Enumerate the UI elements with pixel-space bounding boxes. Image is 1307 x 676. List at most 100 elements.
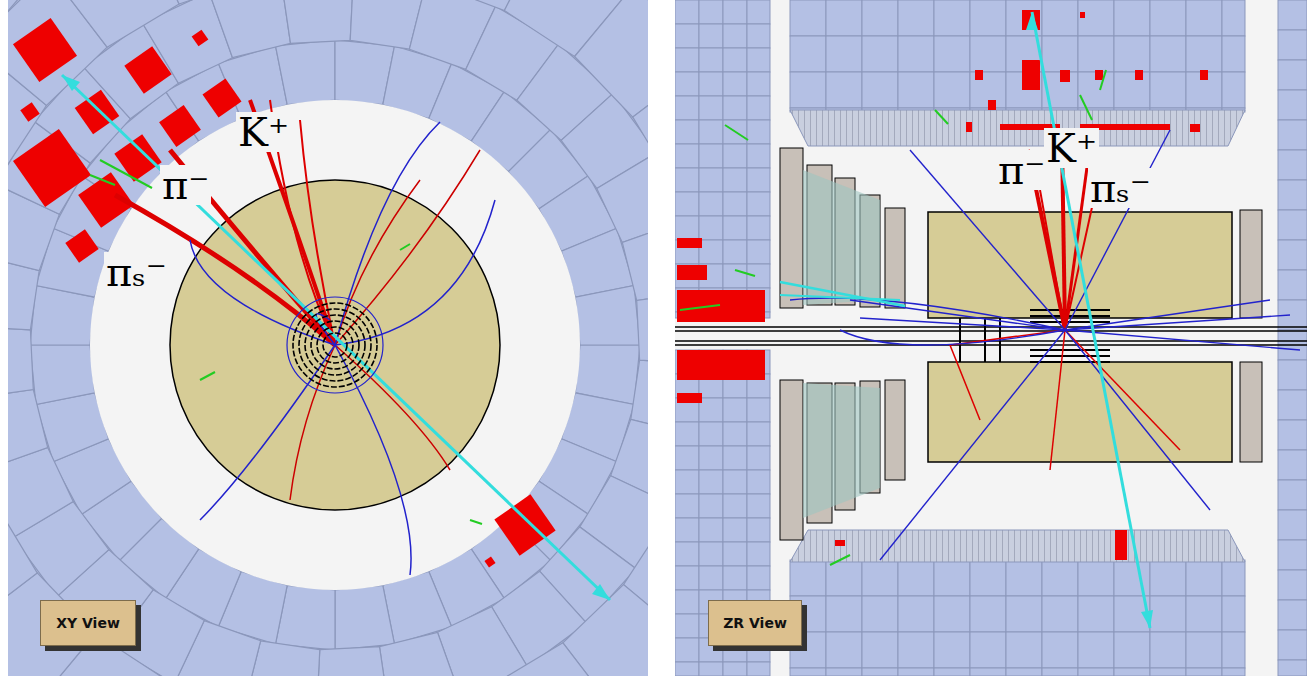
calorimeter-cell bbox=[790, 0, 826, 36]
calorimeter-cell bbox=[1186, 632, 1222, 668]
calorimeter-cell bbox=[699, 192, 723, 216]
charged-track bbox=[1040, 190, 1065, 330]
calorimeter-cell bbox=[1078, 668, 1114, 676]
calorimeter-cell bbox=[335, 585, 395, 650]
calorimeter-cell bbox=[1278, 180, 1307, 210]
calorimeter-cell bbox=[723, 518, 747, 542]
calorimeter-cell bbox=[862, 0, 898, 36]
calorimeter-cell bbox=[1078, 36, 1114, 72]
calorimeter-cell bbox=[8, 326, 33, 399]
particle-label: π⁻ bbox=[996, 150, 1047, 190]
calorimeter-cell bbox=[826, 668, 862, 676]
calorimeter-edge bbox=[790, 110, 1245, 146]
calorimeter-cell bbox=[723, 96, 747, 120]
calorimeter-cell bbox=[934, 36, 970, 72]
calorimeter-cell bbox=[1278, 30, 1307, 60]
calorimeter-cell bbox=[699, 240, 723, 264]
calorimeter-cell bbox=[747, 264, 770, 288]
energy-deposit bbox=[75, 90, 120, 135]
calorimeter-cell bbox=[898, 72, 934, 108]
calorimeter-cell bbox=[1222, 668, 1245, 676]
jet-axis bbox=[780, 282, 905, 306]
energy-deposit bbox=[494, 494, 555, 555]
energy-deposit bbox=[1060, 70, 1070, 82]
calorimeter-cell bbox=[723, 566, 747, 590]
calorimeter-cell bbox=[747, 192, 770, 216]
calorimeter-cell bbox=[747, 518, 770, 542]
forward-tracker bbox=[803, 170, 880, 305]
calorimeter-cell bbox=[675, 590, 699, 614]
calorimeter-cell bbox=[723, 120, 747, 144]
calorimeter-cell bbox=[699, 48, 723, 72]
calorimeter-cell bbox=[747, 0, 770, 24]
calorimeter-cell bbox=[1278, 210, 1307, 240]
neutral-cluster bbox=[90, 175, 115, 185]
calorimeter-cell bbox=[699, 144, 723, 168]
calorimeter-cell bbox=[1186, 560, 1222, 596]
calorimeter-cell bbox=[747, 446, 770, 470]
silicon-layer bbox=[959, 318, 961, 362]
calorimeter-cell bbox=[747, 566, 770, 590]
calorimeter-cell bbox=[1006, 668, 1042, 676]
calorimeter-cell bbox=[699, 662, 723, 676]
calorimeter-cell bbox=[934, 0, 970, 36]
calorimeter-cell bbox=[675, 96, 699, 120]
charged-track bbox=[1065, 330, 1180, 450]
charged-track bbox=[335, 345, 450, 470]
charged-track bbox=[790, 298, 1065, 330]
neutral-cluster bbox=[830, 555, 850, 565]
calorimeter-cell bbox=[747, 168, 770, 192]
arrow-head bbox=[1141, 610, 1153, 628]
particle-label: πₛ⁻ bbox=[1088, 168, 1153, 208]
calorimeter-cell bbox=[747, 24, 770, 48]
energy-deposit bbox=[966, 122, 972, 132]
calorimeter-cell bbox=[438, 607, 528, 676]
beam-pipe bbox=[675, 326, 1307, 328]
calorimeter-cell bbox=[1222, 72, 1245, 108]
view-button: XY View bbox=[40, 600, 136, 646]
forward-plate bbox=[780, 380, 803, 540]
calorimeter-cell bbox=[699, 96, 723, 120]
calorimeter-cell bbox=[699, 120, 723, 144]
view-name: ZR View bbox=[723, 615, 787, 631]
neutral-cluster bbox=[400, 244, 410, 250]
calorimeter-cell bbox=[675, 494, 699, 518]
charged-track bbox=[840, 330, 1065, 345]
panel-gap bbox=[648, 0, 675, 676]
calorimeter-cell bbox=[633, 59, 648, 189]
neutral-cluster bbox=[200, 372, 215, 380]
calorimeter-cell bbox=[1278, 600, 1307, 630]
beam-pipe bbox=[287, 297, 383, 393]
energy-deposit bbox=[1022, 60, 1040, 90]
calorimeter-cell bbox=[723, 216, 747, 240]
calorimeter-cell bbox=[970, 560, 1006, 596]
arrow-head bbox=[62, 75, 80, 91]
calorimeter-cell bbox=[1278, 480, 1307, 510]
panel-ground bbox=[675, 0, 1307, 676]
calorimeter-cell bbox=[380, 632, 462, 676]
charged-track bbox=[300, 120, 335, 345]
calorimeter-cell bbox=[1042, 632, 1078, 668]
neutral-cluster bbox=[725, 125, 748, 140]
calorimeter-cell bbox=[575, 286, 640, 346]
calorimeter-cell bbox=[970, 36, 1006, 72]
calorimeter-cell bbox=[862, 36, 898, 72]
calorimeter-cell bbox=[1078, 596, 1114, 632]
calorimeter-cell bbox=[276, 40, 336, 105]
calorimeter-cell bbox=[597, 153, 648, 243]
calorimeter-cell bbox=[723, 48, 747, 72]
calorimeter-cell bbox=[747, 398, 770, 422]
calorimeter-cell bbox=[699, 542, 723, 566]
energy-deposit bbox=[1135, 70, 1143, 80]
energy-deposit bbox=[484, 556, 495, 567]
calorimeter-cell bbox=[723, 240, 747, 264]
calorimeter-cell bbox=[675, 446, 699, 470]
silicon-layer bbox=[299, 309, 371, 381]
calorimeter-cell bbox=[747, 216, 770, 240]
calorimeter-cell bbox=[1114, 632, 1150, 668]
calorimeter-cell bbox=[699, 168, 723, 192]
calorimeter-cell bbox=[826, 596, 862, 632]
calorimeter-cell bbox=[1006, 560, 1042, 596]
calorimeter-cell bbox=[747, 494, 770, 518]
